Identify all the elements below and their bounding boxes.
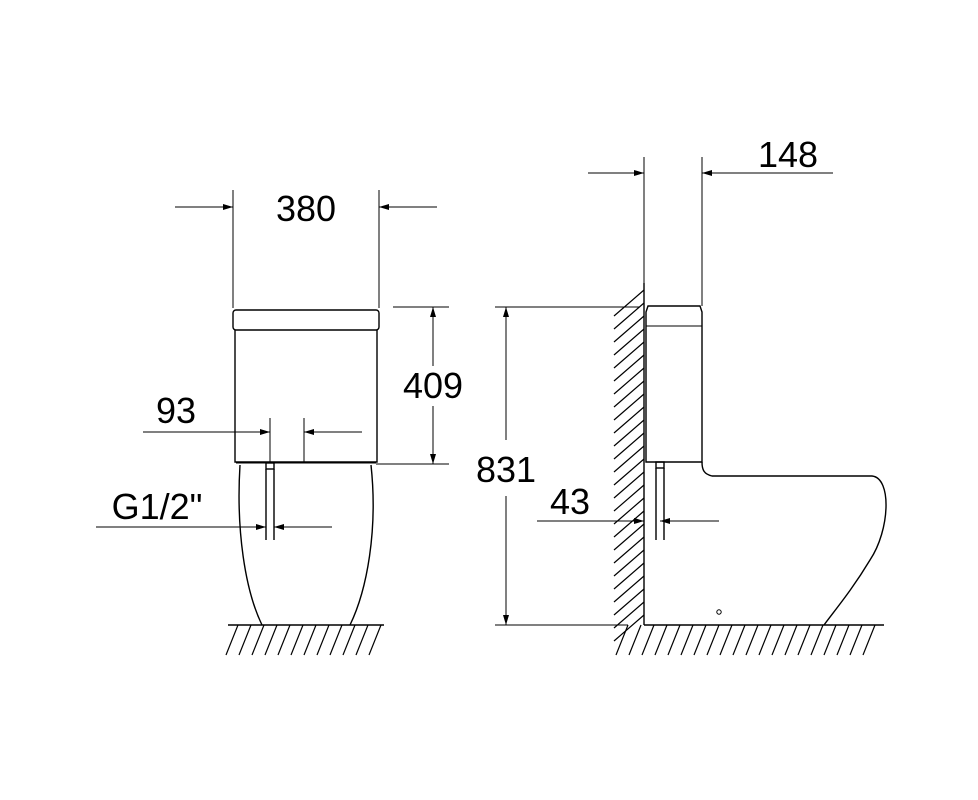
dim-inlet-thread-label: G1/2" xyxy=(112,486,203,527)
hatch-line xyxy=(613,510,645,538)
dim-tank-height: 409 xyxy=(376,306,463,465)
dim-total-height-label: 831 xyxy=(476,449,536,490)
hatch-line xyxy=(613,458,645,486)
dim-side-inlet-offset: 43 xyxy=(537,481,719,524)
hatch-line xyxy=(667,624,681,656)
hatch-line xyxy=(613,484,645,512)
front-inlet-pipe xyxy=(265,462,275,540)
hatch-line xyxy=(316,624,330,656)
side-floor xyxy=(615,624,884,656)
hatch-line xyxy=(613,549,645,577)
hatch-line xyxy=(654,624,668,656)
hatch-line xyxy=(613,341,645,369)
hatch-line xyxy=(613,536,645,564)
hatch-line xyxy=(613,380,645,408)
hatch-line xyxy=(745,624,759,656)
dim-front-width-label: 380 xyxy=(276,188,336,229)
dim-total-height: 831 xyxy=(476,306,640,626)
dim-front-width: 380 xyxy=(175,188,437,308)
hatch-line xyxy=(613,406,645,434)
hatch-line xyxy=(771,624,785,656)
hatch-line xyxy=(836,624,850,656)
hatch-line xyxy=(613,419,645,447)
dim-tank-height-label: 409 xyxy=(403,365,463,406)
hatch-line xyxy=(613,445,645,473)
hatch-line xyxy=(706,624,720,656)
hatch-line xyxy=(613,575,645,603)
hatch-line xyxy=(613,523,645,551)
hatch-line xyxy=(613,315,645,343)
dim-side-inlet-offset-label: 43 xyxy=(550,481,590,522)
dim-inlet-thread: G1/2" xyxy=(96,486,332,530)
side-wall xyxy=(613,283,645,642)
hatch-line xyxy=(810,624,824,656)
hatch-line xyxy=(680,624,694,656)
hatch-line xyxy=(613,614,645,642)
side-inlet-pipe xyxy=(655,468,665,540)
hatch-line xyxy=(613,367,645,395)
hatch-line xyxy=(719,624,733,656)
hatch-line xyxy=(613,562,645,590)
hatch-line xyxy=(368,624,382,656)
hatch-line xyxy=(613,601,645,629)
hatch-line xyxy=(225,624,239,656)
hatch-line xyxy=(797,624,811,656)
dim-tank-depth-label: 148 xyxy=(758,134,818,175)
hatch-line xyxy=(823,624,837,656)
hatch-line xyxy=(329,624,343,656)
hatch-line xyxy=(758,624,772,656)
hatch-line xyxy=(613,289,645,317)
hatch-line xyxy=(290,624,304,656)
side-view: 148 831 43 xyxy=(476,134,887,656)
hatch-line xyxy=(862,624,876,656)
hatch-line xyxy=(264,624,278,656)
hatch-line xyxy=(251,624,265,656)
hatch-line xyxy=(342,624,356,656)
hatch-line xyxy=(849,624,863,656)
hatch-line xyxy=(238,624,252,656)
front-cistern xyxy=(232,309,380,464)
hatch-line xyxy=(613,471,645,499)
hatch-line xyxy=(303,624,317,656)
front-floor xyxy=(225,624,384,656)
hatch-line xyxy=(613,328,645,356)
hatch-line xyxy=(693,624,707,656)
side-pan xyxy=(701,461,887,626)
hatch-line xyxy=(615,624,629,656)
front-pan xyxy=(238,464,374,626)
hatch-line xyxy=(641,624,655,656)
front-view: 380 409 93 G1/2" xyxy=(96,188,463,656)
hatch-line xyxy=(613,497,645,525)
hatch-line xyxy=(613,393,645,421)
hatch-line xyxy=(732,624,746,656)
dim-tank-depth: 148 xyxy=(588,134,833,306)
hatch-line xyxy=(613,354,645,382)
dim-inlet-offset-label: 93 xyxy=(156,390,196,431)
side-pan-hole xyxy=(716,609,722,615)
hatch-line xyxy=(784,624,798,656)
side-cistern xyxy=(645,305,703,469)
hatch-line xyxy=(613,432,645,460)
dim-inlet-offset: 93 xyxy=(143,390,362,462)
hatch-line xyxy=(613,588,645,616)
hatch-line xyxy=(355,624,369,656)
hatch-line xyxy=(628,624,642,656)
hatch-line xyxy=(277,624,291,656)
